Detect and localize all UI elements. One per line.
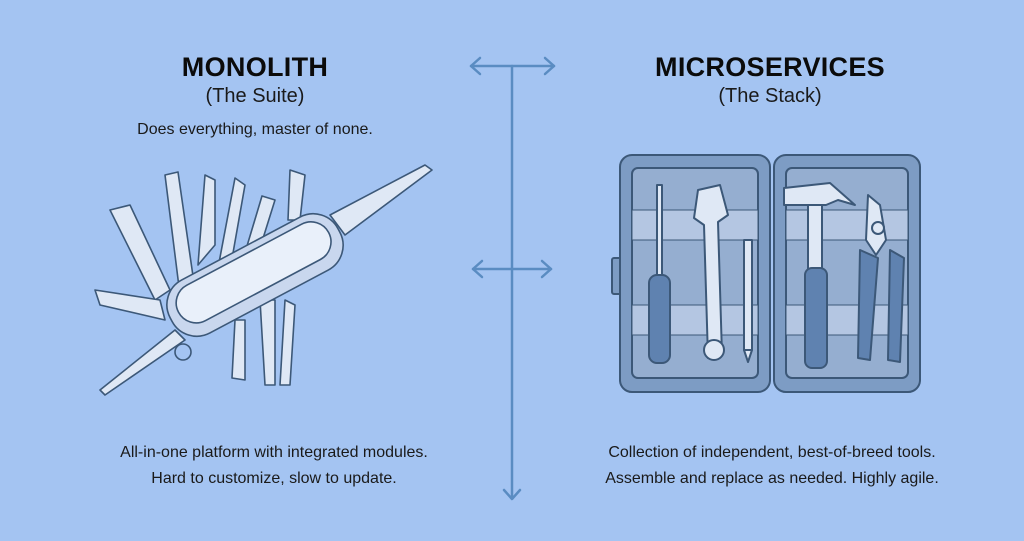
- screwdriver-icon: [648, 184, 671, 364]
- divider-arrows: [469, 56, 556, 501]
- microservices-title: MICROSERVICES: [655, 52, 885, 82]
- monolith-description-line: Hard to customize, slow to update.: [151, 470, 397, 487]
- microservices-description-line: Assemble and replace as needed. Highly a…: [605, 470, 939, 487]
- hammer-icon: [783, 182, 856, 369]
- monolith-description-line: All-in-one platform with integrated modu…: [120, 444, 428, 461]
- microservices-description: Collection of independent, best-of-breed…: [605, 440, 939, 492]
- monolith-subtitle: (The Suite): [205, 85, 305, 107]
- microservices-subtitle: (The Stack): [718, 85, 822, 107]
- swiss-army-knife-icon: [94, 164, 433, 396]
- pencil-tool-icon: [743, 239, 753, 363]
- pliers-icon: [857, 194, 905, 363]
- wrench-icon: [693, 184, 729, 361]
- monolith-tagline: Does everything, master of none.: [137, 121, 373, 138]
- toolbox-icon: [611, 154, 921, 393]
- monolith-title: MONOLITH: [181, 52, 329, 82]
- monolith-description: All-in-one platform with integrated modu…: [120, 440, 428, 492]
- microservices-description-line: Collection of independent, best-of-breed…: [608, 444, 936, 461]
